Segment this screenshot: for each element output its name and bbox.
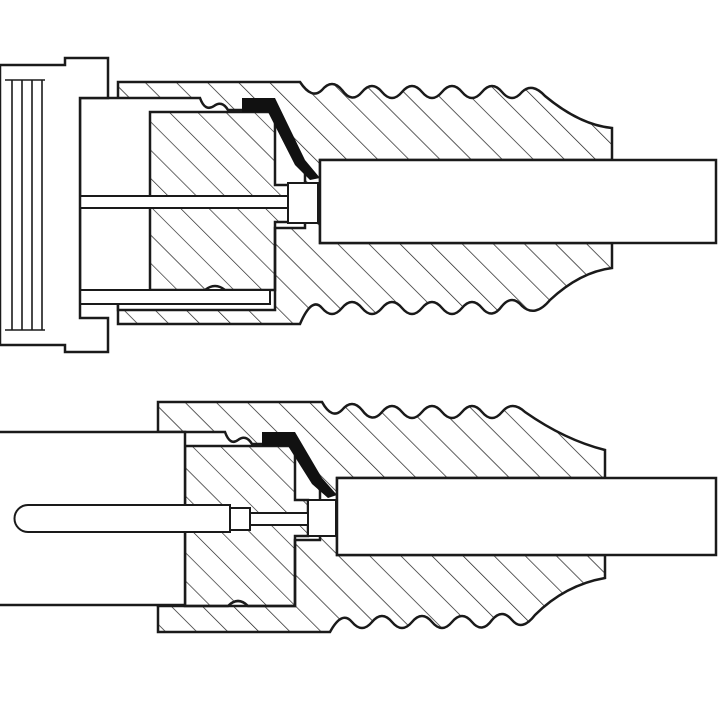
bottom-seal: [262, 432, 337, 498]
bottom-cable: [335, 476, 718, 557]
top-nut: [0, 56, 110, 354]
bottom-pin: [13, 504, 231, 533]
top-ground-pin: [69, 289, 271, 305]
bottom-connector: [0, 400, 718, 634]
top-pin: [44, 195, 291, 209]
top-connector: [0, 56, 718, 354]
top-seal: [242, 98, 320, 180]
top-cable: [318, 158, 718, 245]
